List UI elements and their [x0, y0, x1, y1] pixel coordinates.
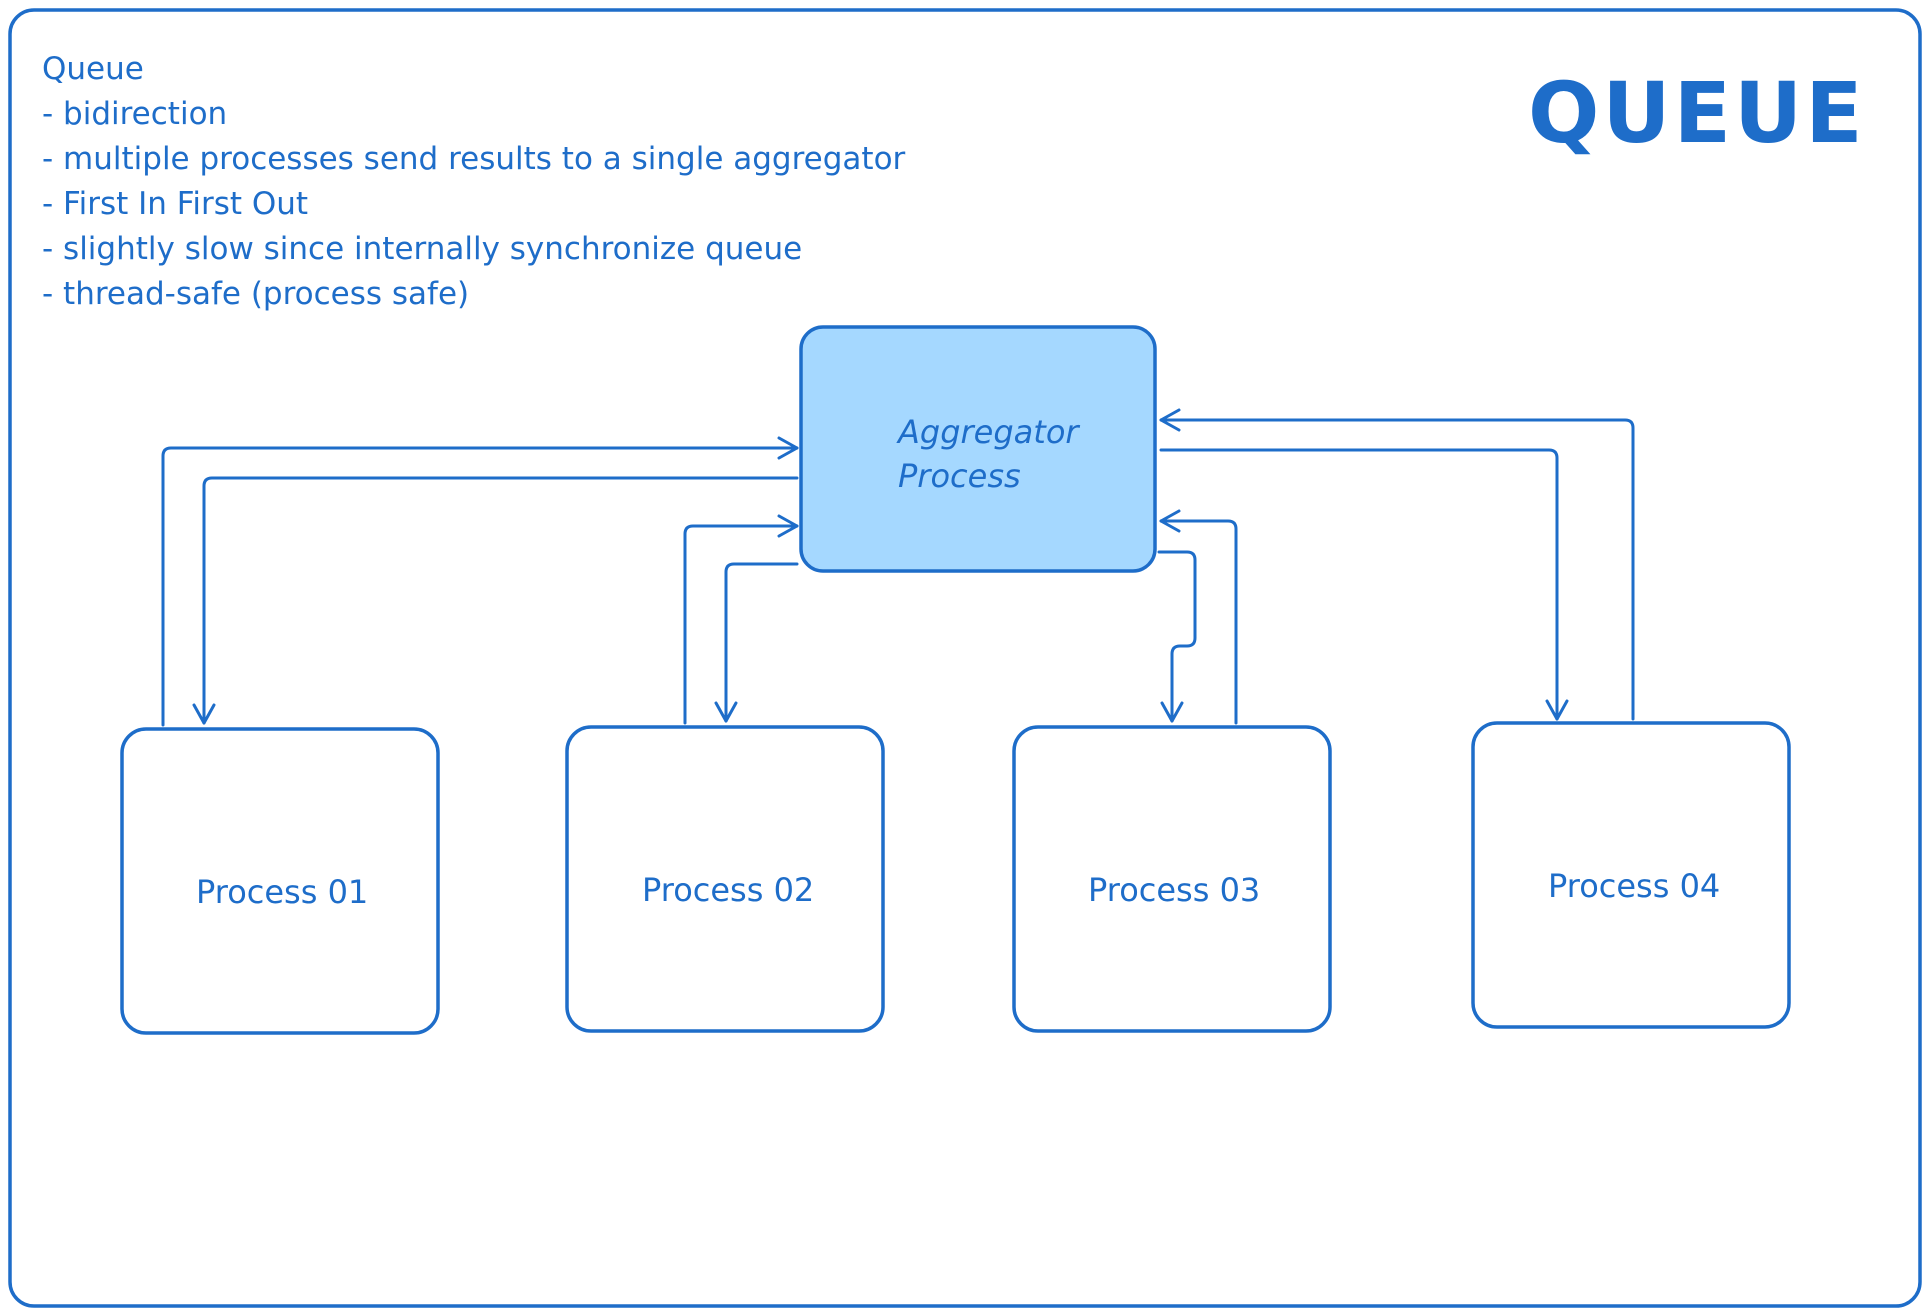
connector-p04-to-aggregator — [1159, 408, 1635, 721]
connector-aggregator-to-p04 — [1159, 448, 1569, 721]
process-label: Process 04 — [1548, 867, 1720, 905]
aggregator-node[interactable]: Aggregator Process — [799, 325, 1157, 573]
arrowhead-icon — [777, 514, 799, 538]
notes-item: - slightly slow since internally synchro… — [42, 231, 802, 267]
page-title: QUEUE — [1528, 64, 1866, 162]
aggregator-label-line-2: Process — [898, 457, 1021, 495]
connector-p03-to-aggregator — [1159, 509, 1238, 725]
process-node-03[interactable]: Process 03 — [1012, 725, 1332, 1033]
arrowhead-icon — [1545, 699, 1569, 721]
notes-item: - multiple processes send results to a s… — [42, 141, 906, 177]
process-box — [565, 725, 885, 1033]
arrowhead-icon — [777, 436, 799, 460]
arrowhead-icon — [1159, 509, 1181, 533]
process-node-01[interactable]: Process 01 — [120, 727, 440, 1035]
arrowhead-icon — [1160, 701, 1184, 723]
notes-block: Queue - bidirection - multiple processes… — [42, 51, 906, 312]
connector-p01-to-aggregator — [161, 436, 799, 727]
connector-aggregator-to-p03 — [1157, 550, 1197, 723]
notes-item: - bidirection — [42, 96, 227, 132]
process-label: Process 01 — [196, 873, 368, 911]
notes-item: - thread-safe (process safe) — [42, 276, 469, 312]
aggregator-box — [799, 325, 1157, 573]
process-label: Process 03 — [1088, 871, 1260, 909]
aggregator-label-line-1: Aggregator — [896, 413, 1080, 451]
process-box — [1012, 725, 1332, 1033]
connector-aggregator-to-p02 — [714, 562, 799, 723]
process-node-02[interactable]: Process 02 — [565, 725, 885, 1033]
arrowhead-icon — [192, 703, 216, 725]
process-box — [120, 727, 440, 1035]
diagram-frame — [8, 8, 1922, 1308]
connector-p02-to-aggregator — [683, 514, 799, 725]
arrowhead-icon — [1159, 408, 1181, 432]
process-node-04[interactable]: Process 04 — [1471, 721, 1791, 1029]
notes-item: - First In First Out — [42, 186, 308, 222]
arrowhead-icon — [714, 701, 738, 723]
connector-aggregator-to-p01 — [192, 476, 799, 725]
process-box — [1471, 721, 1791, 1029]
notes-heading: Queue — [42, 51, 144, 87]
process-label: Process 02 — [642, 871, 814, 909]
